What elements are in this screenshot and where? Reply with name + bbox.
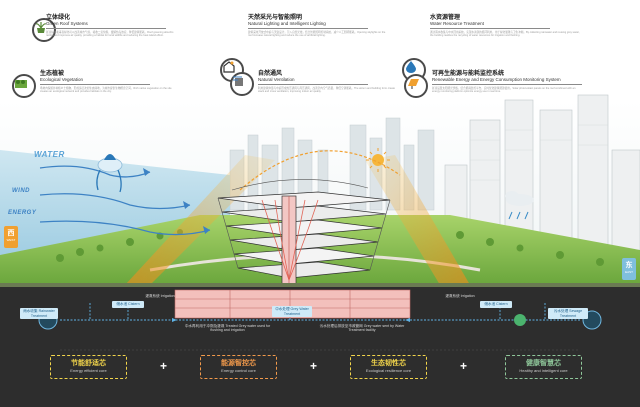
feature-title-en: Green Roof Systems xyxy=(46,21,88,26)
feature-body: 建筑采用开放式中庭与天窗设计，引入自然光线，结合智能照明控制系统，减少人工照明能… xyxy=(248,31,386,38)
solar-panel-icon xyxy=(404,74,428,98)
feature-title-cn: 可再生能源与能耗监控系统 xyxy=(432,71,505,77)
rainwater-treatment-label: 雨水收集 Rainwater Treatment xyxy=(20,308,58,319)
core-title-cn: 健康智慧芯 xyxy=(526,360,561,367)
core-title-cn: 节能舒适芯 xyxy=(71,360,106,367)
feature-title-cn: 水资源管理 xyxy=(430,15,461,21)
core-energy-efficient: 节能舒适芯 Energy efficient core xyxy=(50,355,127,379)
core-title-en: Energy efficient core xyxy=(70,368,107,373)
plus-sign: + xyxy=(460,359,468,373)
feature-body: 通过雨水收集与中水回用系统，实现水资源的循环利用，用于绿化灌溉与卫生冲厕。By … xyxy=(430,31,580,38)
irrigation-left: 灌溉系统 Irrigation xyxy=(145,294,175,298)
feature-title-en: Natural Lighting and Intelligent Lightin… xyxy=(248,21,326,26)
irrigation-right: 灌溉系统 Irrigation xyxy=(445,294,475,298)
feature-title-en: Renewable Energy and Energy Consumption … xyxy=(432,77,561,82)
sewage-treatment-label: 污水处理 Sewage Treatment xyxy=(548,308,588,319)
wind-arrows xyxy=(39,165,211,236)
plus-sign: + xyxy=(310,359,318,373)
sewage-label: 污水处理后排放至市政管网 Grey water sent by Water Tr… xyxy=(319,324,405,332)
cistern-left: 储水池 Cistern xyxy=(112,301,144,308)
feature-body: 场地内保留并种植乡土植物，形成多层次的生态绿地，为城市提供生物栖息空间。Rich… xyxy=(40,87,172,94)
sun xyxy=(366,148,390,172)
feature-body: 利用建筑体量与中庭形成热压通风与风压通风，改善室内空气质量，降低空调能耗。The… xyxy=(258,87,395,94)
feature-title-en: Water Resource Treatment xyxy=(430,21,484,26)
west-marker: 西 WEST xyxy=(4,226,18,248)
light-beam-right xyxy=(365,155,470,285)
feature-body: 屋顶设置太阳能光伏板，结合能耗监控平台，实时优化建筑能源使用。Solar pho… xyxy=(432,87,576,94)
feature-title-cn: 立体绿化 xyxy=(46,15,71,21)
feature-body: 屋顶绿化和垂直绿化可以改善城市气候，吸收二氧化碳，缓解热岛效应，降低建筑能耗。R… xyxy=(46,31,174,38)
light-beam-left xyxy=(125,155,275,285)
airflow-lines xyxy=(261,199,319,281)
grey-water-treatment: 中水处理 Grey Water Treatment xyxy=(272,306,312,317)
west-cn: 西 xyxy=(7,230,15,237)
east-en: EAST xyxy=(625,270,633,274)
pipe-arrows xyxy=(172,318,410,322)
energy-label: ENERGY xyxy=(8,210,37,216)
core-ecological-resilience: 生态韧性芯 Ecological resilience core xyxy=(350,355,427,379)
east-cn: 东 xyxy=(625,262,633,269)
cistern-right: 储水池 Cistern xyxy=(480,301,512,308)
plant-pot-icon xyxy=(32,18,56,42)
building-frame xyxy=(217,179,391,271)
vegetation-icon xyxy=(12,74,36,98)
core-energy-control: 能源智控芯 Energy control core xyxy=(200,355,277,379)
core-title-cn: 能源智控芯 xyxy=(221,360,256,367)
east-marker: 东 EAST xyxy=(622,258,636,280)
core-title-en: Ecological resilience core xyxy=(365,368,412,373)
water-label: WATER xyxy=(34,150,65,159)
west-en: WEST xyxy=(6,238,16,242)
core-healthy-intelligent: 健康智慧芯 Healthy and intelligent core xyxy=(505,355,582,379)
feature-title-en: Ecological Vegetation xyxy=(40,77,84,82)
core-title-en: Healthy and intelligent core xyxy=(519,368,568,373)
rain-cloud xyxy=(505,191,534,220)
feature-title-cn: 天然采光与智能照明 xyxy=(248,15,303,21)
water-tank-shape xyxy=(96,154,123,193)
wind-label: WIND xyxy=(12,188,30,194)
feature-title-cn: 生态植被 xyxy=(40,71,65,77)
feature-title-cn: 自然通风 xyxy=(258,71,283,77)
wind-building-icon xyxy=(230,72,254,96)
core-title-cn: 生态韧性芯 xyxy=(371,360,406,367)
feature-title-en: Natural Ventilation xyxy=(258,77,295,82)
treated-grey-label: 中水再利用于冲厕及灌溉 Treated Grey water used for … xyxy=(184,324,271,332)
core-title-en: Energy control core xyxy=(221,368,256,373)
plus-sign: + xyxy=(160,359,168,373)
